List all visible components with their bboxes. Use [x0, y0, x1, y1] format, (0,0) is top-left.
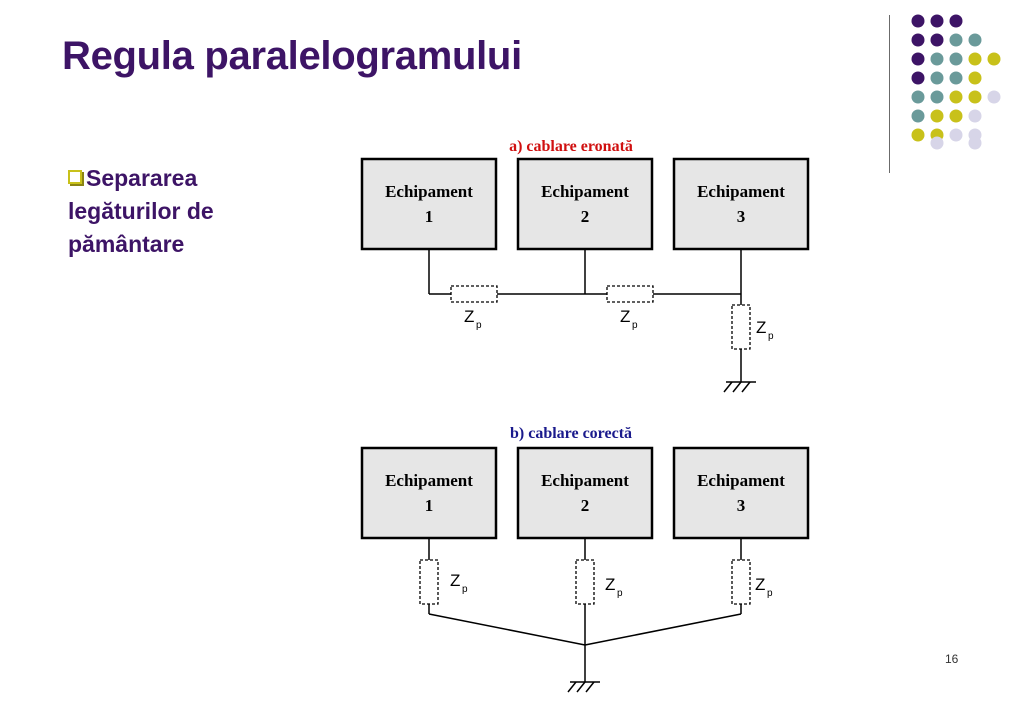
equipment-number: 1 — [425, 207, 434, 226]
impedance-subscript: p — [632, 320, 638, 331]
diagram-b-impedance-3: Z p — [731, 559, 773, 605]
diagram-b-equipment-1: Echipament 1 — [360, 446, 498, 540]
decorative-dot — [949, 109, 963, 123]
decorative-dot — [968, 33, 982, 47]
decorative-dot — [911, 33, 925, 47]
diagram-b-impedance-1: Z p — [419, 559, 468, 605]
equipment-label: Echipament — [541, 471, 629, 490]
impedance-subscript: p — [768, 331, 774, 342]
slide-title: Regula paralelogramului — [62, 34, 522, 78]
impedance-subscript: p — [617, 588, 623, 599]
decorative-dot — [911, 71, 925, 85]
decorative-dot — [930, 33, 944, 47]
decorative-dot — [930, 136, 944, 150]
diagram-a-impedance-2: Z p — [606, 285, 654, 331]
equipment-number: 2 — [581, 207, 590, 226]
decorative-dot — [911, 14, 925, 28]
equipment-label: Echipament — [697, 182, 785, 201]
bullet-text: Separarea legăturilor de pământare — [68, 162, 268, 261]
equipment-label: Echipament — [541, 182, 629, 201]
diagram-a-caption: a) cablare eronată — [509, 138, 633, 155]
diagram-a: a) cablare eronată Echipament 1 Echipame… — [360, 138, 810, 393]
decorative-dot — [911, 128, 925, 142]
bullet-line-1: Separarea — [86, 165, 198, 191]
diagram-b-caption: b) cablare corectă — [510, 425, 632, 442]
decorative-dot — [987, 90, 1001, 104]
decorative-divider-line — [889, 15, 890, 173]
decorative-dot — [930, 14, 944, 28]
impedance-label: Z — [464, 307, 474, 326]
diagram-b-impedance-2: Z p — [575, 559, 623, 605]
decorative-dot — [968, 71, 982, 85]
decorative-dot — [949, 33, 963, 47]
checkbox-bullet-icon — [68, 170, 82, 184]
impedance-label: Z — [605, 575, 615, 594]
decorative-dot — [911, 109, 925, 123]
decorative-dot — [930, 90, 944, 104]
decorative-dot — [968, 90, 982, 104]
diagram-b: b) cablare corectă Echipament 1 Echipame… — [360, 425, 810, 693]
diagram-a-equipment-3: Echipament 3 — [672, 157, 810, 251]
impedance-label: Z — [755, 575, 765, 594]
impedance-label: Z — [756, 318, 766, 337]
decorative-dot — [949, 71, 963, 85]
decorative-dot — [930, 71, 944, 85]
decorative-dot — [930, 52, 944, 66]
diagram-b-equipment-3: Echipament 3 — [672, 446, 810, 540]
diagram-a-impedance-3: Z p — [731, 304, 774, 350]
impedance-subscript: p — [476, 320, 482, 331]
decorative-dot — [930, 109, 944, 123]
decorative-dot — [968, 52, 982, 66]
page-number: 16 — [945, 652, 959, 666]
diagram-a-equipment-2: Echipament 2 — [516, 157, 654, 251]
equipment-label: Echipament — [697, 471, 785, 490]
diagram-a-equipment-1: Echipament 1 — [360, 157, 498, 251]
impedance-subscript: p — [462, 584, 468, 595]
diagram-a-impedance-1: Z p — [450, 285, 498, 331]
equipment-number: 3 — [737, 207, 746, 226]
decorative-dot-grid — [911, 14, 1001, 150]
equipment-number: 2 — [581, 496, 590, 515]
decorative-dot — [949, 128, 963, 142]
impedance-label: Z — [450, 571, 460, 590]
decorative-dot — [949, 52, 963, 66]
equipment-label: Echipament — [385, 182, 473, 201]
decorative-dot — [949, 14, 963, 28]
decorative-dot — [968, 109, 982, 123]
diagram-b-wiring — [428, 538, 742, 693]
decorative-dot — [911, 90, 925, 104]
bullet-line-3: pământare — [68, 231, 185, 257]
decorative-dot — [987, 52, 1001, 66]
diagram-a-wiring — [428, 249, 756, 393]
diagram-b-equipment-2: Echipament 2 — [516, 446, 654, 540]
bullet-line-2: legăturilor de — [68, 198, 214, 224]
impedance-subscript: p — [767, 588, 773, 599]
equipment-label: Echipament — [385, 471, 473, 490]
impedance-label: Z — [620, 307, 630, 326]
decorative-dot — [949, 90, 963, 104]
equipment-number: 1 — [425, 496, 434, 515]
decorative-dot — [911, 52, 925, 66]
equipment-number: 3 — [737, 496, 746, 515]
decorative-dot — [968, 136, 982, 150]
